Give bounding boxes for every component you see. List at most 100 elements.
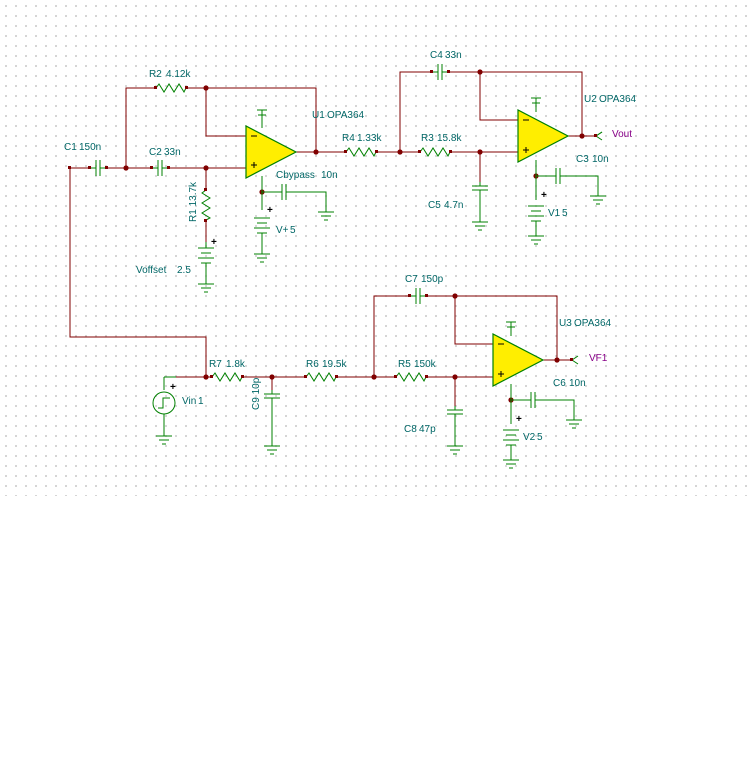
wire (426, 295, 558, 360)
ground-icon (198, 283, 214, 293)
ground-symbols (156, 195, 606, 469)
junction (371, 374, 377, 380)
wire (373, 295, 410, 377)
r1-ref: R1 (188, 209, 199, 222)
c9-ref: C9 (251, 397, 262, 410)
c3-value: 10n (592, 154, 609, 165)
capacitor-cbypass: Cbypass 10n (262, 170, 338, 212)
battery-v1: + V1 5 (528, 190, 568, 236)
pin (304, 375, 307, 378)
resistor-symbol (345, 147, 377, 158)
pin (204, 188, 207, 191)
resistor-r2: R2 4.12k (149, 69, 191, 94)
junction (477, 149, 483, 155)
capacitor-c9: C9 10p (251, 377, 280, 446)
resistor-r1: R1 13.7k (188, 181, 212, 222)
resistor-r4: R4 1.33k (342, 133, 382, 158)
opamp-triangle (245, 125, 298, 179)
c2-value: 33n (164, 147, 181, 158)
junction (397, 149, 403, 155)
vplus-ref: V+ (276, 225, 289, 236)
v2-ref: V2 (523, 432, 536, 443)
c9-value: 10p (251, 377, 262, 394)
capacitor-c4: C4 33n (430, 50, 462, 80)
wire (399, 71, 432, 152)
cbypass-value: 10n (321, 170, 338, 181)
voffset-polarity: + (211, 237, 217, 248)
u1-value: OPA364 (327, 110, 364, 121)
pin (105, 166, 108, 169)
pin (167, 166, 170, 169)
wire (186, 87, 317, 152)
capacitor-c8: C8 47p (404, 406, 463, 446)
ground-icon (447, 445, 463, 455)
v1-value: 5 (562, 208, 568, 219)
c7-value: 150p (421, 274, 444, 285)
pin (570, 358, 573, 361)
resistor-symbol (155, 83, 187, 94)
ground-icon (264, 445, 280, 455)
c1-ref: C1 (64, 142, 77, 153)
pin (150, 166, 153, 169)
r3-value: 15.8k (437, 133, 462, 144)
r6-ref: R6 (306, 359, 319, 370)
v1-polarity: + (541, 190, 547, 201)
voffset-value: 2.5 (177, 265, 191, 276)
capacitor-c5: C5 4.7n (428, 182, 488, 222)
resistor-r3: R3 15.8k (419, 133, 462, 158)
signal-source-vin: + Vin 1 (152, 376, 204, 436)
pin (204, 219, 207, 222)
c8-ref: C8 (404, 424, 417, 435)
lead (286, 191, 327, 212)
pin (447, 70, 450, 73)
opamp-u2: U2 OPA364 (517, 94, 636, 200)
wire (479, 72, 520, 121)
lead (560, 175, 599, 196)
c7-ref: C7 (405, 274, 418, 285)
u2-value: OPA364 (599, 94, 636, 105)
r5-value: 150k (414, 359, 437, 370)
r4-value: 1.33k (357, 133, 382, 144)
pin (88, 166, 91, 169)
r7-ref: R7 (209, 359, 222, 370)
c9-label: C9 10p (251, 377, 262, 410)
junction (123, 165, 129, 171)
junction (554, 357, 560, 363)
pin (335, 375, 338, 378)
net-vf1: VF1 (571, 353, 608, 365)
opamp-triangle (517, 109, 570, 163)
u2-ref: U2 (584, 94, 597, 105)
capacitor-c7: C7 150p (405, 274, 444, 304)
c3-ref: C3 (576, 154, 589, 165)
pin (425, 294, 428, 297)
r2-value: 4.12k (166, 69, 191, 80)
dot-grid (0, 0, 752, 496)
pin (418, 150, 421, 153)
junction (203, 165, 209, 171)
pin (154, 86, 157, 89)
capacitor-c6: C6 10n (511, 378, 586, 420)
lead (535, 399, 575, 420)
pin (241, 375, 244, 378)
resistor-symbol (419, 147, 451, 158)
step-waveform-icon (158, 397, 170, 409)
pin (449, 150, 452, 153)
junctions (123, 69, 585, 403)
pin (394, 375, 397, 378)
pin (344, 150, 347, 153)
v2-polarity: + (516, 414, 522, 425)
c5-ref: C5 (428, 200, 441, 211)
c8-value: 47p (419, 424, 436, 435)
cbypass-ref: Cbypass (276, 170, 315, 181)
u3-value: OPA364 (574, 318, 611, 329)
battery-voffset: + Voffset 2.5 (136, 237, 217, 284)
r1-value: 13.7k (188, 181, 199, 206)
u1-ref: U1 (312, 110, 325, 121)
wire (448, 71, 583, 136)
junction (203, 374, 209, 380)
vin-value: 1 (198, 396, 204, 407)
c5-value: 4.7n (444, 200, 463, 211)
battery-v2: + V2 5 (503, 414, 543, 460)
